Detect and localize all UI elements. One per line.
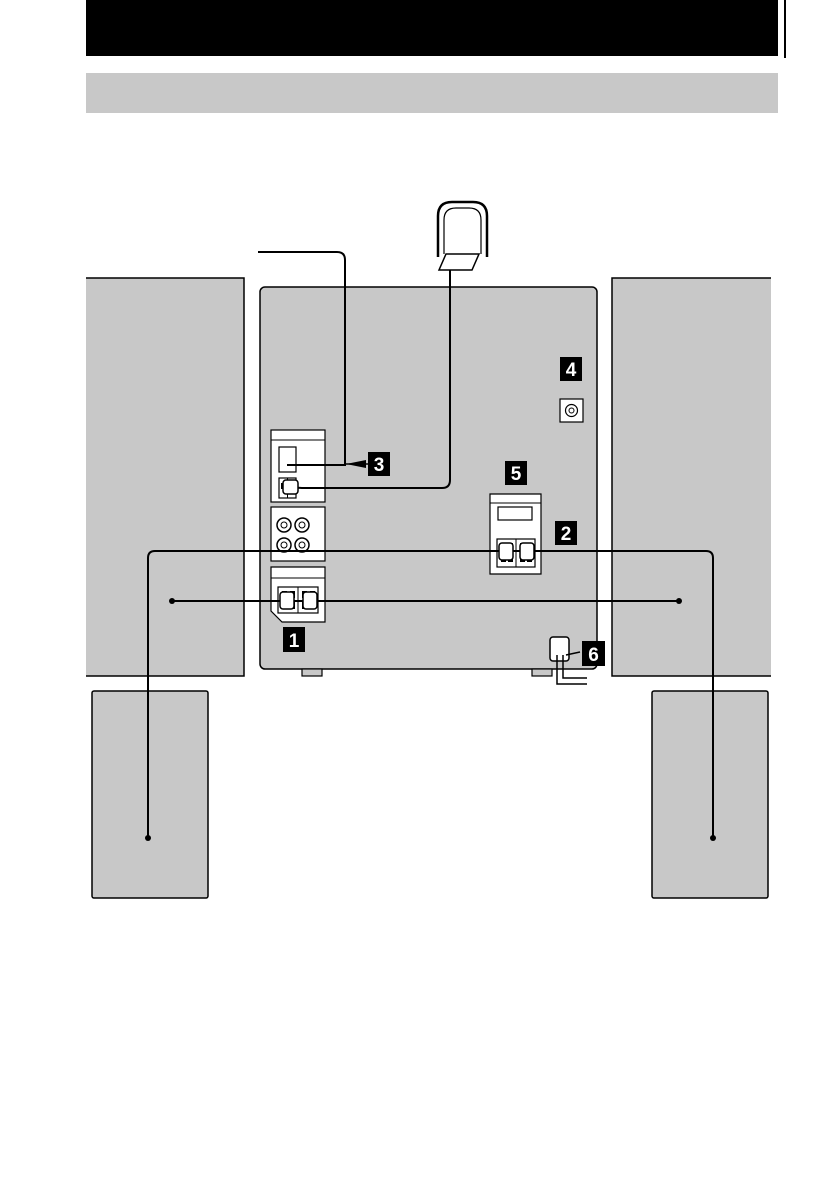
auxiliary-jack — [560, 399, 583, 422]
left-front-speaker — [86, 278, 244, 676]
right-front-speaker — [612, 278, 771, 676]
wire-endpoint-dot — [710, 835, 716, 841]
left-surround-speaker — [92, 691, 208, 898]
wire-endpoint-dot — [676, 598, 682, 604]
callout-6: 6 — [582, 641, 605, 666]
unit-foot-right — [532, 669, 552, 676]
svg-text:6: 6 — [588, 645, 599, 666]
am-loop-antenna — [438, 202, 487, 270]
callout-1: 1 — [283, 627, 305, 652]
am-antenna-plug — [283, 480, 298, 494]
callout-4: 4 — [560, 357, 582, 381]
callout-5: 5 — [505, 461, 527, 485]
svg-text:1: 1 — [289, 631, 300, 652]
surround-speaker-terminal-block — [490, 494, 541, 574]
wire-endpoint-dot — [169, 598, 175, 604]
wire-endpoint-dot — [145, 835, 151, 841]
fm-antenna-jack — [279, 447, 296, 472]
svg-text:5: 5 — [511, 464, 522, 485]
svg-text:4: 4 — [566, 360, 577, 381]
voltage-selector — [498, 507, 532, 520]
rca-jack — [295, 518, 309, 532]
callout-3: 3 — [368, 452, 390, 476]
callout-2: 2 — [555, 521, 577, 545]
rca-jack — [277, 538, 291, 552]
rca-jack — [295, 538, 309, 552]
unit-foot-left — [302, 669, 322, 676]
rca-jack — [277, 518, 291, 532]
audio-jacks-block — [271, 507, 325, 561]
svg-text:2: 2 — [561, 524, 572, 545]
right-surround-speaker — [652, 691, 768, 898]
svg-text:3: 3 — [374, 455, 385, 476]
